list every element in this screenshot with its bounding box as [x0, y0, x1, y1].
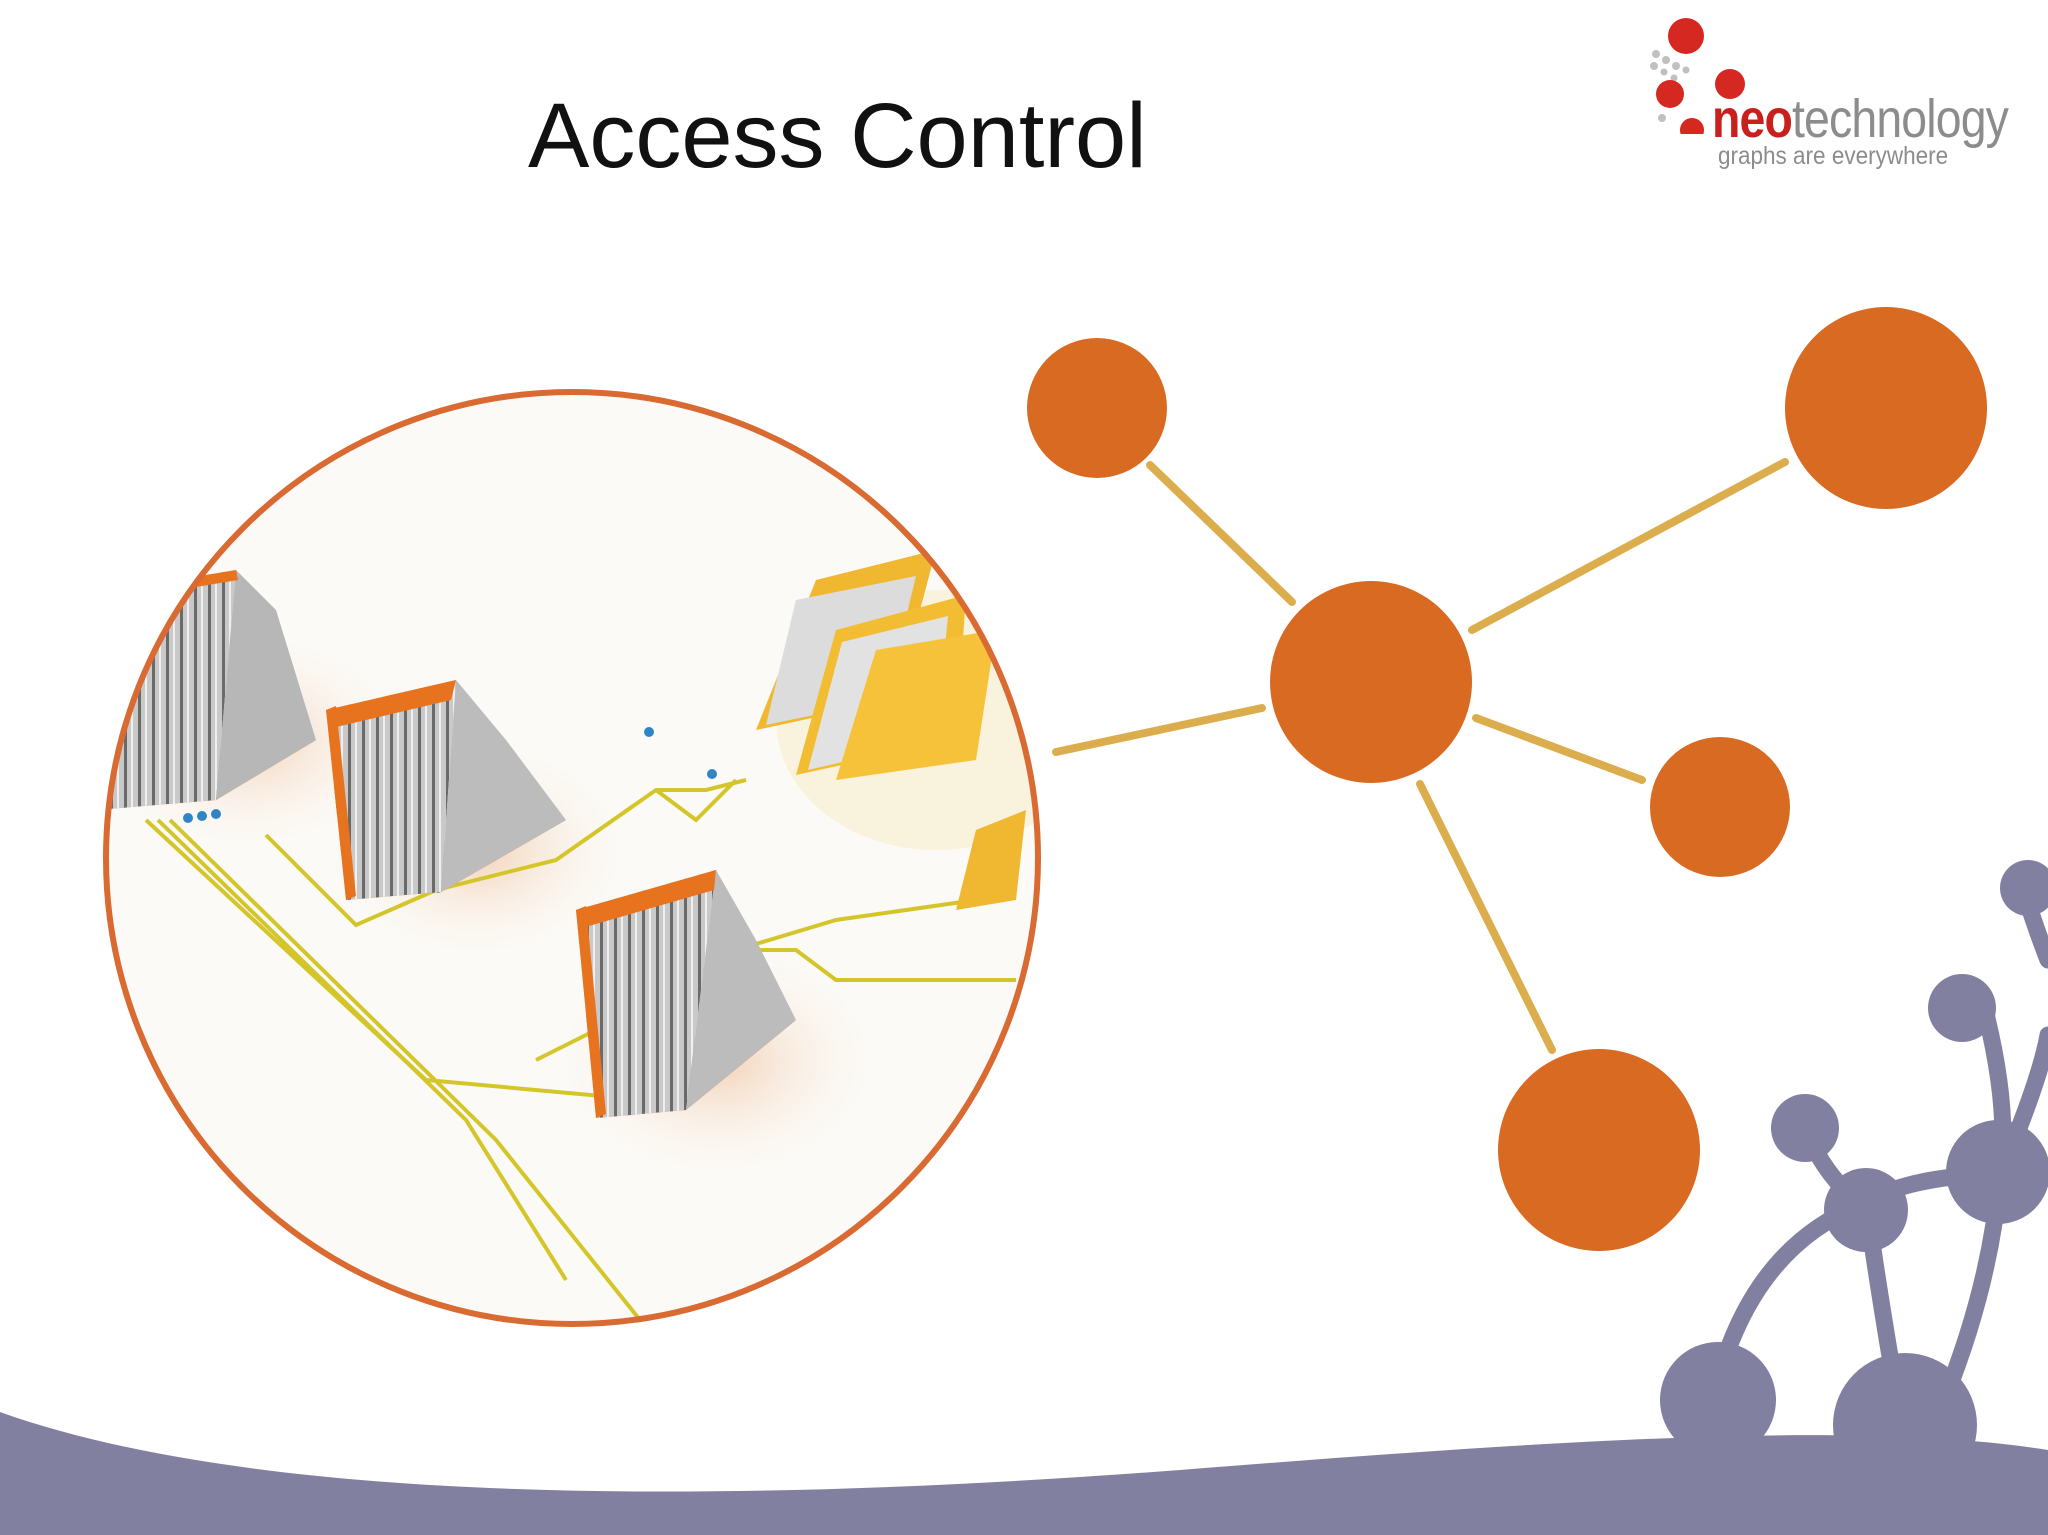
logo-tagline: graphs are everywhere: [1718, 142, 1949, 170]
logo-brand-neo: neo: [1712, 89, 1793, 149]
logo-brand-technology: technology: [1791, 89, 2009, 149]
folder-hierarchy-illustration-icon: [103, 389, 1041, 1327]
logo-brand: neotechnology: [1712, 89, 2009, 149]
slide-title: Access Control: [528, 85, 1147, 187]
logo-dots-icon: [1650, 18, 1745, 134]
